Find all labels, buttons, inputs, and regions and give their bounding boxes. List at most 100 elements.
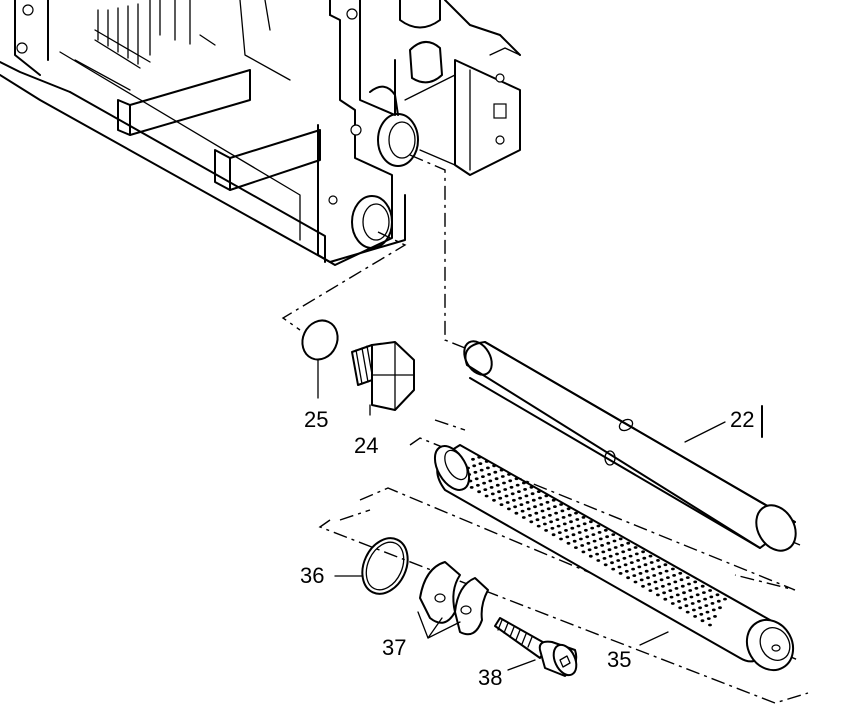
perforation-hole (569, 520, 573, 524)
perforation-hole (540, 509, 545, 513)
perforation-hole (659, 578, 664, 582)
perforation-hole (589, 520, 593, 524)
perforation-hole (692, 608, 696, 612)
perforation-hole (541, 516, 546, 519)
perforation-hole (544, 494, 549, 498)
perforation-hole (474, 477, 479, 481)
perforation-hole (663, 597, 668, 601)
perforation-hole (519, 503, 524, 506)
perforation-hole (498, 496, 503, 500)
perforation-hole (554, 511, 558, 515)
perforation-hole (678, 571, 683, 575)
perforation-hole (550, 526, 555, 530)
perforation-hole (613, 546, 618, 549)
perforation-hole (581, 550, 586, 554)
perforation-hole (566, 541, 571, 545)
perforation-hole (543, 522, 547, 526)
perforation-hole (688, 589, 693, 592)
callout-36: 36 (300, 563, 324, 588)
perforation-hole (654, 587, 659, 590)
perforation-hole (638, 572, 643, 575)
perforation-hole (636, 559, 640, 562)
perforation-hole (479, 468, 484, 472)
perforation-hole (682, 591, 686, 595)
perforation-hole (673, 580, 678, 584)
perforation-hole (518, 496, 522, 500)
perforation-hole (559, 537, 563, 541)
perforation-hole (663, 563, 668, 567)
perforation-hole (620, 543, 624, 547)
perforation-hole (595, 552, 599, 556)
perforation-hole (628, 554, 633, 558)
perforation-hole (622, 556, 627, 560)
perforation-hole (505, 501, 510, 504)
perforation-hole (581, 516, 586, 519)
perforation-hole (588, 554, 593, 558)
perforation-hole (486, 466, 490, 470)
perforation-hole (627, 548, 632, 551)
part-35-perforated-filter (433, 444, 795, 672)
perforation-hole (489, 486, 494, 489)
perforation-hole (652, 574, 657, 577)
perforation-hole (641, 550, 645, 554)
perforation-hole (668, 589, 673, 592)
perforation-hole (708, 623, 712, 627)
perforation-hole (706, 617, 711, 620)
part-24-screw-plug (351, 341, 415, 416)
perforation-hole (704, 604, 709, 607)
perforation-hole (582, 522, 587, 526)
perforation-hole (718, 606, 722, 610)
perforation-hole (623, 563, 628, 567)
perforation-hole (596, 524, 601, 528)
perforation-hole (643, 563, 648, 567)
perforation-hole (602, 557, 607, 560)
perforation-hole (617, 565, 622, 569)
perforation-hole (708, 589, 712, 592)
perforation-hole (492, 464, 496, 468)
perforation-hole (634, 552, 639, 556)
perforation-hole (536, 490, 541, 493)
perforation-hole (700, 584, 705, 588)
perforation-hole (695, 593, 700, 597)
perforation-hole (649, 561, 654, 564)
perforation-hole (661, 584, 665, 588)
perforation-hole (530, 492, 535, 496)
perforation-hole (606, 541, 611, 545)
perforation-hole (473, 470, 478, 474)
perforation-hole (621, 550, 626, 554)
perforation-hole (508, 479, 513, 483)
perforation-hole (608, 554, 613, 558)
perforation-hole (639, 578, 644, 582)
callout-24: 24 (354, 433, 378, 458)
perforation-hole (702, 591, 706, 594)
perforation-hole (674, 587, 679, 590)
perforation-hole (647, 582, 652, 586)
perforation-hole (611, 567, 616, 571)
perforation-hole (493, 470, 498, 474)
perforation-hole (524, 494, 529, 498)
part-37-half-shells (417, 561, 489, 639)
perforation-hole (555, 518, 560, 521)
perforation-hole (490, 492, 495, 496)
perforation-hole (699, 612, 704, 616)
perforation-hole (632, 574, 637, 577)
perforation-hole (538, 496, 542, 500)
perforation-hole (629, 561, 634, 564)
perforation-hole (593, 546, 598, 549)
perforation-hole (723, 597, 727, 601)
perforation-hole (507, 507, 511, 511)
perforation-hole (535, 518, 540, 522)
perforation-hole (590, 526, 595, 530)
perforation-hole (596, 559, 601, 562)
perforation-hole (607, 548, 612, 552)
perforation-hole (678, 606, 683, 610)
perforation-hole (557, 531, 562, 534)
perforation-hole (560, 509, 565, 513)
part-38-socket-screw (494, 617, 578, 677)
perforation-hole (512, 498, 516, 502)
perforation-hole (561, 516, 566, 519)
perforation-hole (690, 602, 695, 605)
perforation-hole (526, 507, 531, 511)
perforation-hole (510, 492, 515, 496)
perforation-hole (556, 524, 561, 528)
